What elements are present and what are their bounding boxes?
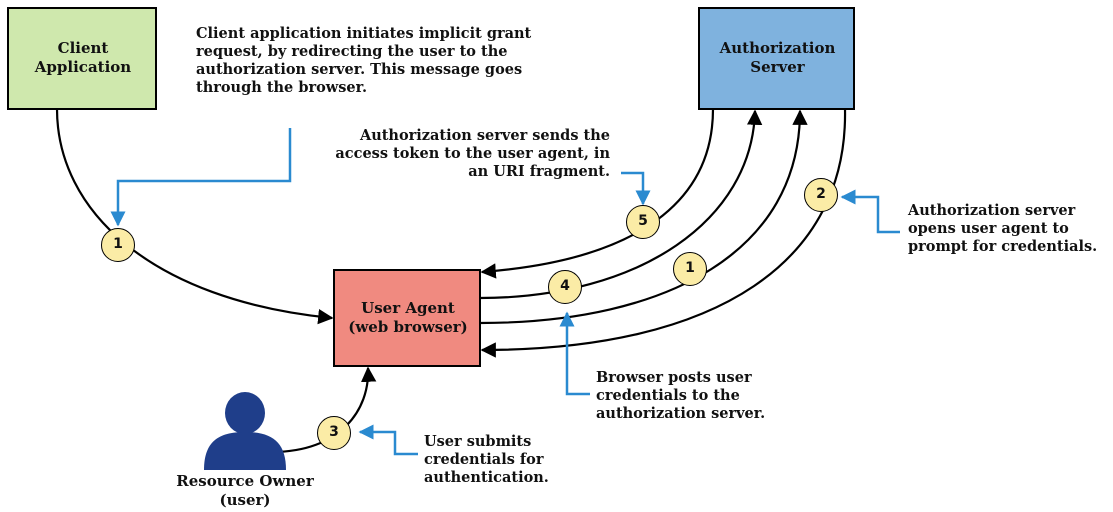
client-application-label: Client Application (34, 39, 132, 76)
resource-owner-label: Resource Owner (user) (176, 472, 314, 509)
step-2-prompt: 2 (804, 178, 838, 212)
user-agent-box (333, 269, 481, 367)
note-implicit-grant: Client application initiates implicit gr… (196, 25, 532, 96)
step-3-submit: 3 (317, 416, 351, 450)
step-5-token: 5 (626, 205, 660, 239)
authorization-server-box (698, 7, 855, 110)
client-application-box (7, 7, 157, 110)
callout-prompt-credentials (840, 189, 900, 234)
step-1-client-to-agent: 1 (101, 228, 135, 262)
callout-implicit-grant (110, 128, 292, 227)
step-4-post: 4 (548, 270, 582, 304)
note-post-credentials: Browser posts user credentials to the au… (596, 369, 766, 422)
callout-access-token (621, 171, 651, 206)
callout-post-credentials (559, 311, 590, 396)
note-prompt-credentials: Authorization server opens user agent to… (908, 202, 1098, 255)
callout-submit-credentials (358, 424, 418, 456)
user-silhouette-icon (204, 392, 286, 470)
flow-prompt-credentials (480, 108, 847, 358)
flow-post-credentials (479, 109, 763, 300)
note-submit-credentials: User submits credentials for authenticat… (424, 433, 549, 486)
step-1-redirect: 1 (673, 252, 707, 286)
flow-redirect-to-auth (479, 109, 808, 325)
user-agent-label: User Agent (web browser) (348, 299, 468, 336)
note-access-token: Authorization server sends the access to… (335, 127, 610, 180)
authorization-server-label: Authorization Server (719, 39, 836, 76)
